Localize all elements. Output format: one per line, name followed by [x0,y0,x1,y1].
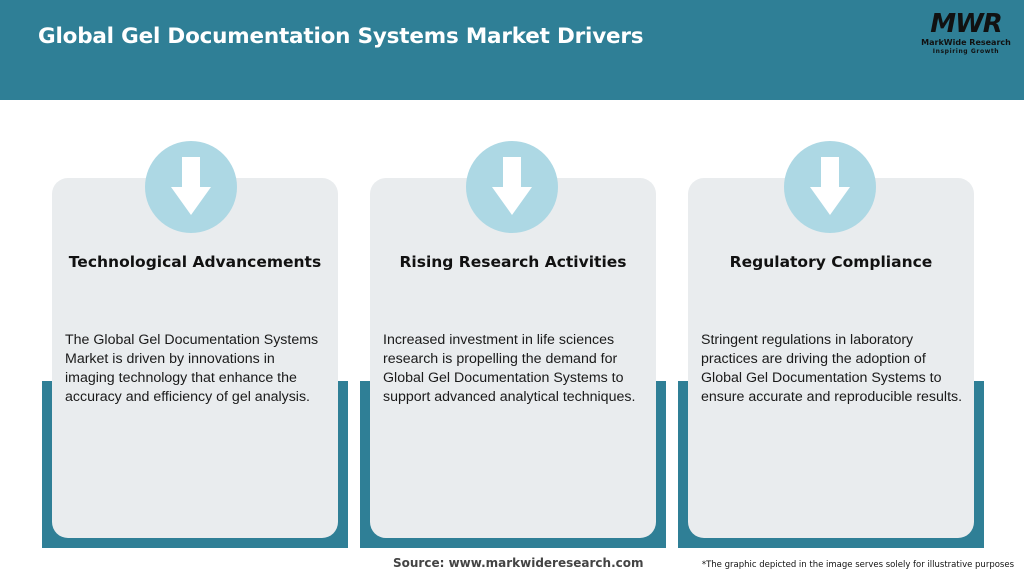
card-panel: Rising Research Activities Increased inv… [370,178,656,538]
card-heading: Technological Advancements [68,253,322,271]
logo-mark: MWR [930,9,1003,39]
header-banner: Global Gel Documentation Systems Market … [0,0,1024,100]
logo-name: MarkWide Research [921,38,1011,47]
company-logo: MWR MarkWide Research Inspiring Growth [918,10,1014,58]
card-description: Stringent regulations in laboratory prac… [701,332,963,405]
driver-card-research: Rising Research Activities Increased inv… [360,178,666,548]
card-description: The Global Gel Documentation Systems Mar… [65,332,319,405]
card-heading: Rising Research Activities [399,253,627,271]
arrow-down-icon [145,141,237,233]
page-title: Global Gel Documentation Systems Market … [38,24,644,49]
card-panel: Regulatory Compliance Stringent regulati… [688,178,974,538]
card-description: Increased investment in life sciences re… [383,332,636,405]
driver-card-regulatory: Regulatory Compliance Stringent regulati… [678,178,984,548]
card-heading: Regulatory Compliance [729,253,933,271]
arrow-down-icon [784,141,876,233]
disclaimer-note: *The graphic depicted in the image serve… [701,560,1014,570]
arrow-down-icon [466,141,558,233]
driver-card-technological: Technological Advancements The Global Ge… [42,178,348,548]
card-panel: Technological Advancements The Global Ge… [52,178,338,538]
source-credit: Source: www.markwideresearch.com [393,556,644,570]
logo-tagline: Inspiring Growth [932,48,1000,55]
